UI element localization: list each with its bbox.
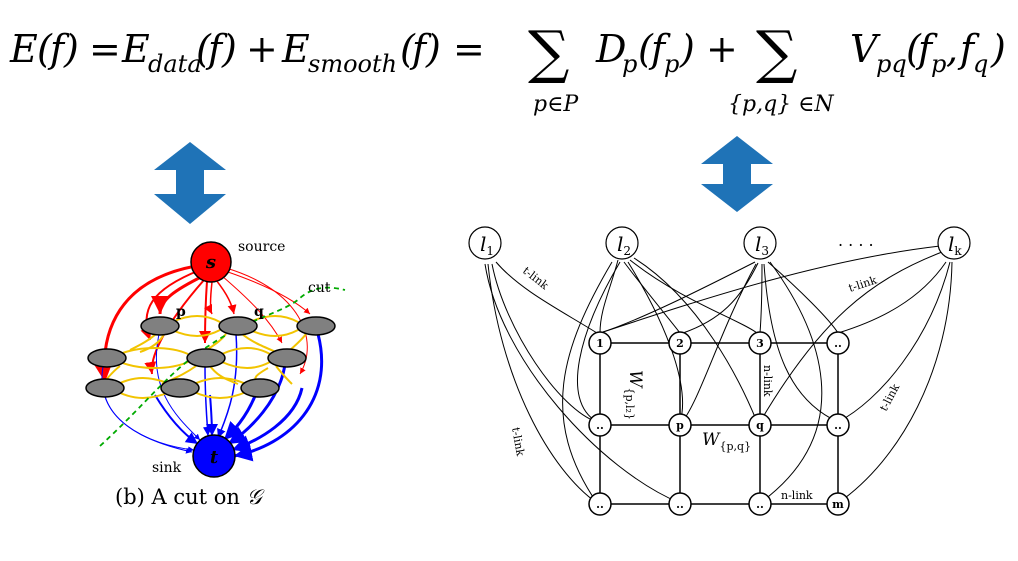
grid-node bbox=[748, 492, 772, 516]
pixel-node bbox=[160, 378, 200, 398]
eq-plus-2: + bbox=[706, 27, 738, 71]
left-caption: (b) A cut on 𝒢 bbox=[115, 485, 265, 509]
grid-node bbox=[748, 413, 772, 437]
eq-open-5: ( bbox=[906, 27, 922, 71]
eq-open: ( bbox=[37, 27, 53, 71]
label-node-l2-text: l2 bbox=[617, 232, 631, 258]
eq-fp-2-sub: p bbox=[931, 50, 946, 78]
grid-node-label: q bbox=[756, 419, 764, 432]
pixel-node bbox=[85, 378, 125, 398]
grid-node bbox=[826, 413, 850, 437]
eq-close: ) bbox=[63, 27, 79, 71]
eq-sum-1-index: p∈P bbox=[533, 92, 579, 117]
grid-node bbox=[668, 331, 692, 355]
grid-node-label: .. bbox=[596, 419, 604, 432]
cut-label: cut bbox=[308, 280, 331, 296]
pixel-node bbox=[296, 316, 336, 336]
right-double-arrow bbox=[701, 136, 773, 212]
source-node bbox=[190, 241, 232, 283]
grid-node bbox=[668, 413, 692, 437]
weight-pq-label: W{p,q} bbox=[702, 430, 751, 453]
pixel-node bbox=[240, 378, 280, 398]
eq-sum-2-index: {p,q} ∈N bbox=[728, 92, 834, 117]
grid-node bbox=[826, 492, 850, 516]
t-link-label: t-link bbox=[509, 426, 527, 457]
right-graph: l1 l2 l3 lk . . . . 1 2 3 .. .. p q bbox=[468, 226, 971, 516]
pixel-node bbox=[218, 316, 258, 336]
eq-smooth-subscript: smooth bbox=[308, 50, 397, 78]
left-graph: s source t sink cut p q (b) A cut on 𝒢 bbox=[85, 239, 346, 509]
eq-open-2: ( bbox=[196, 27, 212, 71]
node-q-label: q bbox=[254, 304, 264, 320]
grid-node-label: p bbox=[676, 419, 684, 432]
source-label: source bbox=[238, 239, 285, 255]
grid-node bbox=[588, 492, 612, 516]
sink-node bbox=[192, 434, 236, 478]
eq-equals-2: = bbox=[453, 27, 485, 71]
eq-fq-sub: q bbox=[973, 50, 988, 78]
eq-close-5: ) bbox=[990, 27, 1006, 71]
label-node-l1-text: l1 bbox=[480, 232, 494, 258]
weight-p-l2-label: W{p,l₂} bbox=[623, 370, 645, 420]
pixel-node bbox=[140, 316, 180, 336]
sink-label: sink bbox=[152, 460, 182, 476]
grid-node-label: 2 bbox=[676, 337, 684, 350]
eq-V: V bbox=[850, 27, 881, 71]
sink-node-label: t bbox=[210, 447, 219, 468]
eq-sum-2: ∑ bbox=[756, 18, 797, 86]
label-node-lk bbox=[937, 226, 971, 260]
grid-node-label: .. bbox=[596, 498, 604, 511]
grid-node bbox=[588, 413, 612, 437]
grid-node-label: .. bbox=[676, 498, 684, 511]
pixel-node bbox=[87, 348, 127, 368]
source-node-label: s bbox=[205, 252, 216, 273]
grid-node bbox=[588, 331, 612, 355]
eq-equals-1: = bbox=[89, 27, 121, 71]
eq-close-3: ) bbox=[425, 27, 441, 71]
eq-E-smooth: E bbox=[281, 27, 310, 71]
grid-node-label: 1 bbox=[596, 337, 604, 350]
grid-node-label: .. bbox=[834, 419, 842, 432]
label-ellipsis: . . . . bbox=[838, 231, 874, 250]
eq-data-subscript: data bbox=[148, 50, 202, 78]
eq-plus-1: + bbox=[246, 27, 278, 71]
eq-D: D bbox=[595, 27, 626, 71]
pixel-node bbox=[267, 348, 307, 368]
t-link-label: t-link bbox=[877, 381, 902, 413]
eq-open-4: ( bbox=[638, 27, 654, 71]
label-node-lk-text: lk bbox=[948, 232, 962, 258]
grid-node-label: .. bbox=[756, 498, 764, 511]
eq-fp-sub: p bbox=[664, 50, 679, 78]
eq-D-sub: p bbox=[622, 50, 637, 78]
n-link-label: n-link bbox=[761, 365, 774, 397]
eq-sum-1: ∑ bbox=[528, 18, 569, 86]
eq-E-data: E bbox=[121, 27, 150, 71]
eq-E: E bbox=[9, 27, 38, 71]
energy-equation: E ( f ) = E data ( f ) + E smooth ( f ) … bbox=[9, 18, 1006, 117]
grid-node-label: m bbox=[832, 498, 844, 511]
label-node-l3 bbox=[743, 226, 777, 260]
eq-close-2: ) bbox=[221, 27, 237, 71]
t-link-label: t-link bbox=[847, 273, 879, 294]
eq-V-sub: pq bbox=[876, 50, 907, 78]
eq-close-4: ) bbox=[679, 27, 695, 71]
left-double-arrow bbox=[154, 142, 226, 224]
n-link-label: n-link bbox=[781, 489, 813, 502]
grid-node bbox=[748, 331, 772, 355]
grid-node-label: 3 bbox=[756, 337, 764, 350]
label-node-l3-text: l3 bbox=[755, 232, 769, 258]
label-node-l1 bbox=[468, 226, 502, 260]
grid-node bbox=[668, 492, 692, 516]
grid-node-label: .. bbox=[834, 337, 842, 350]
pixel-node bbox=[186, 348, 226, 368]
eq-comma: , bbox=[946, 27, 958, 71]
node-p-label: p bbox=[176, 304, 186, 320]
eq-open-3: ( bbox=[400, 27, 416, 71]
grid-node bbox=[826, 331, 850, 355]
label-node-l2 bbox=[605, 226, 639, 260]
